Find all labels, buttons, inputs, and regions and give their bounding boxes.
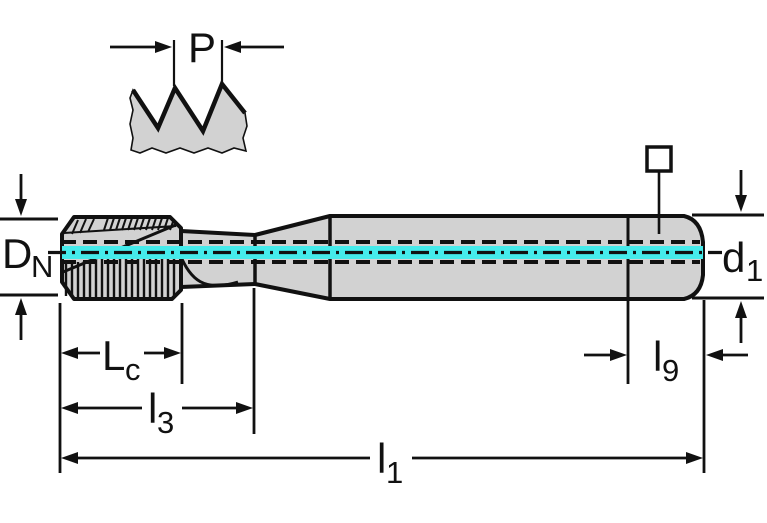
l1-arrow-right-head	[686, 452, 703, 464]
dimension-lc: L c	[61, 332, 181, 387]
pitch-label: P	[188, 24, 216, 71]
l9-arrow-left-head	[610, 349, 627, 361]
l3-arrow-right-head	[236, 402, 253, 414]
pitch-dimension: P	[110, 24, 284, 86]
thread-top-hatching	[71, 217, 175, 235]
dimension-l1: l 1	[61, 435, 703, 490]
square-length-label: l	[653, 333, 662, 380]
chamfer-length-label: L	[102, 332, 125, 379]
l3-arrow-left-head	[61, 402, 78, 414]
thread-profile-detail: P	[110, 24, 284, 154]
thread-length-label: l	[148, 385, 157, 432]
d1-arrow-bottom-head	[735, 301, 747, 318]
dimension-d1: d 1	[692, 170, 764, 343]
thread-root-line	[63, 225, 177, 234]
flute-runout-curve	[177, 251, 239, 288]
overall-length-subscript: 1	[386, 455, 403, 490]
lc-arrow-left-head	[61, 347, 78, 359]
square-length-subscript: 9	[662, 353, 679, 388]
lc-arrow-right-head	[164, 347, 181, 359]
l9-arrow-right-head	[706, 349, 723, 361]
nominal-diameter-label: D	[2, 230, 32, 277]
square-drive-symbol	[645, 145, 673, 234]
dimension-l3: l 3	[61, 385, 253, 440]
d1-arrow-top-head	[735, 195, 747, 212]
pitch-arrow-right-head	[224, 41, 241, 53]
thread-length-subscript: 3	[157, 405, 174, 440]
dimension-dn: D N	[0, 174, 58, 340]
dimension-l9: l 9	[584, 333, 748, 388]
shank-diameter-subscript: 1	[746, 253, 763, 288]
thread-profile-edge	[131, 79, 247, 136]
square-drive-icon	[645, 145, 673, 173]
thread-comb-teeth	[64, 252, 176, 298]
dn-arrow-bottom-head	[15, 298, 27, 315]
coolant-channel-lines	[62, 240, 700, 264]
dn-arrow-top-head	[15, 199, 27, 216]
shank-diameter-label: d	[722, 234, 745, 281]
overall-length-label: l	[377, 435, 386, 482]
l1-arrow-left-head	[61, 452, 78, 464]
chamfer-length-subscript: c	[125, 352, 141, 387]
nominal-diameter-subscript: N	[31, 249, 53, 284]
pitch-arrow-left-head	[155, 41, 172, 53]
extension-lines	[58, 288, 706, 473]
